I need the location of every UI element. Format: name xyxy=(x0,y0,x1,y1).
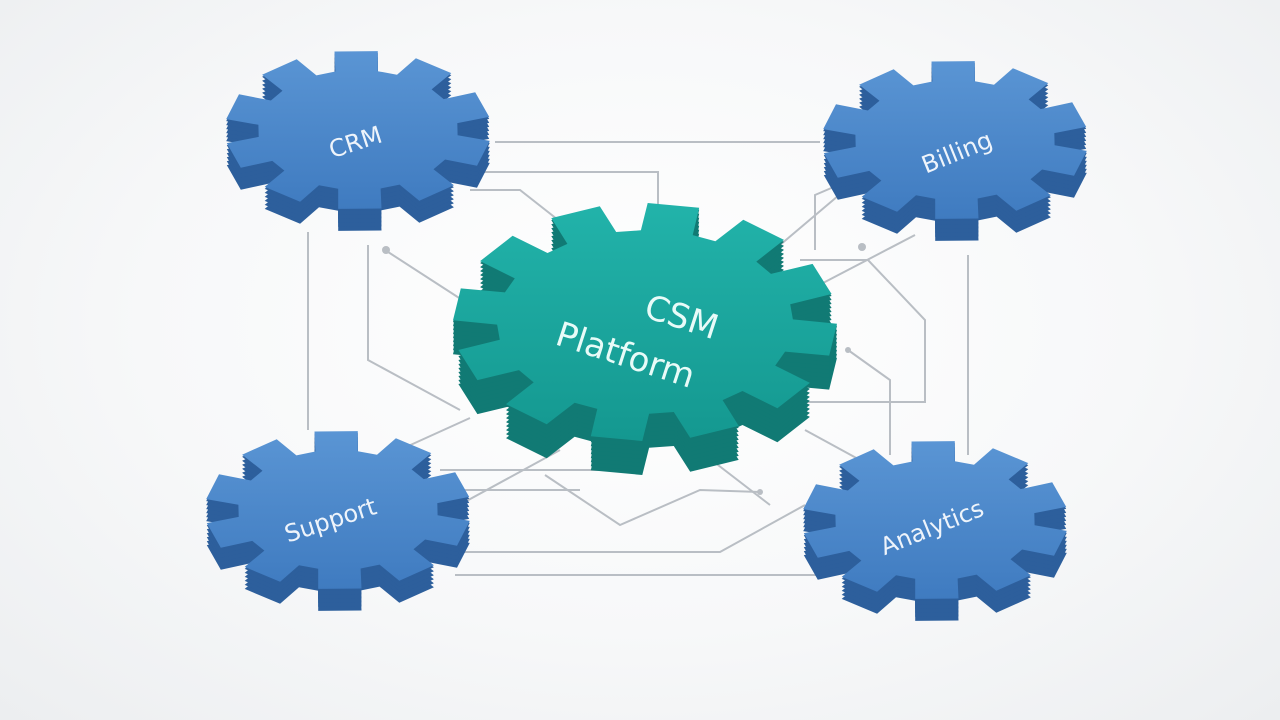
connector-line xyxy=(847,349,891,455)
gear-billing: Billing xyxy=(823,61,1087,241)
gear-top xyxy=(206,431,470,589)
connector-line xyxy=(800,259,926,403)
gear-top xyxy=(803,441,1067,599)
gear-crm: CRM xyxy=(226,51,490,231)
gear-top xyxy=(226,51,490,209)
connector-node xyxy=(845,347,851,353)
connector-line xyxy=(779,189,846,246)
gear-analytics: Analytics xyxy=(803,441,1067,621)
connector-node xyxy=(382,246,390,254)
connector-line xyxy=(384,249,471,306)
connector-node xyxy=(757,489,763,495)
gear-top xyxy=(823,61,1087,219)
connector-line xyxy=(449,449,561,511)
gear-top xyxy=(453,203,837,441)
connector-line xyxy=(804,429,861,461)
connector-line xyxy=(544,474,761,527)
connector-lines xyxy=(307,141,969,576)
connector-node xyxy=(858,243,866,251)
gear-support: Support xyxy=(206,431,470,611)
connector-line xyxy=(450,504,806,553)
connector-line xyxy=(367,245,461,411)
